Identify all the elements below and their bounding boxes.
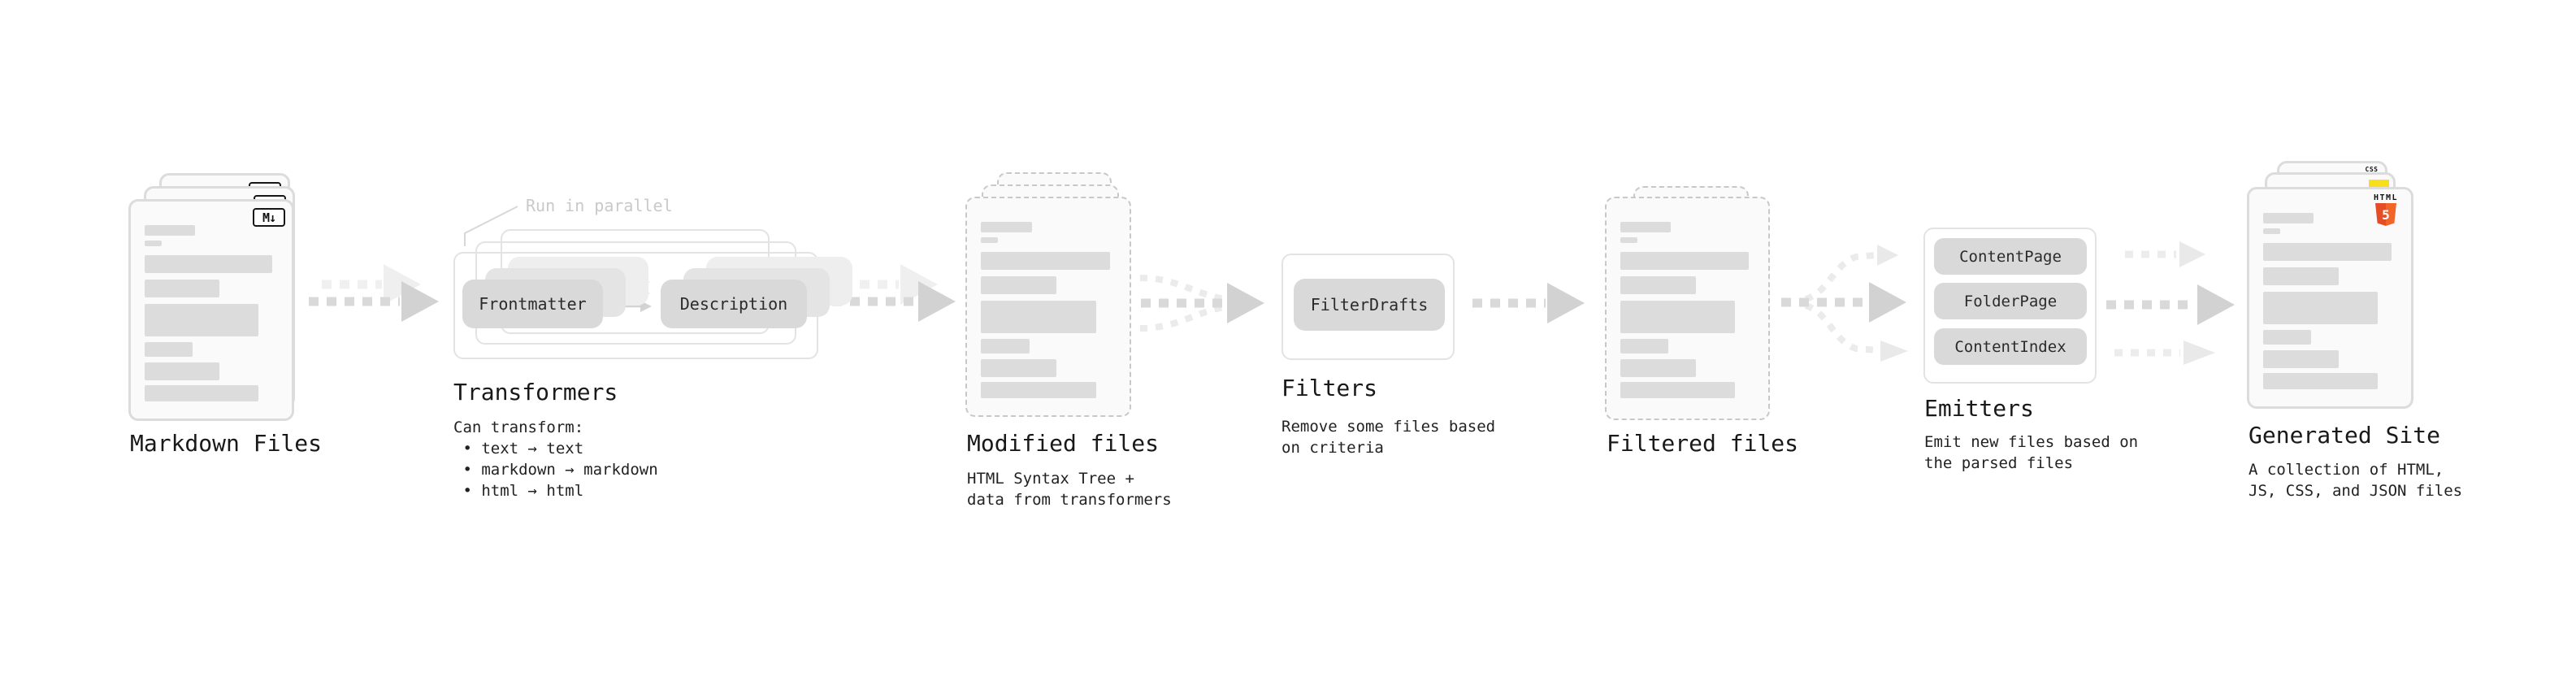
- text-line-placeholder: [981, 276, 1057, 294]
- markdown-icon: M↓: [253, 208, 285, 227]
- stage-title-filters: Filters: [1281, 375, 1378, 401]
- html5-icon: HTML 5: [2367, 193, 2405, 226]
- modified-files-caption: HTML Syntax Tree + data from transformer…: [967, 470, 1172, 509]
- frontmatter-pill: Frontmatter: [462, 280, 603, 328]
- stage-title-emitters: Emitters: [1924, 395, 2034, 422]
- emitters-caption: Emit new files based on the parsed files: [1924, 433, 2139, 472]
- contentindex-pill: ContentIndex: [1934, 328, 2087, 365]
- text-line-placeholder: [2263, 330, 2312, 345]
- text-line-placeholder: [981, 382, 1096, 398]
- contentpage-pill: ContentPage: [1934, 238, 2087, 275]
- text-line-placeholder: [981, 339, 1030, 354]
- modified-document-card-front: [965, 197, 1131, 417]
- html5-icon-text: HTML: [2373, 193, 2399, 202]
- text-line-placeholder: [2263, 292, 2378, 324]
- stage-title-modified-files: Modified files: [967, 430, 1160, 457]
- text-line-placeholder: [1620, 382, 1735, 398]
- text-line-placeholder: [145, 385, 258, 401]
- text-line-placeholder: [145, 362, 220, 380]
- arrow-emitters-to-generated: [2106, 241, 2235, 365]
- document-text-placeholder: [145, 225, 274, 401]
- stage-title-filtered-files: Filtered files: [1607, 430, 1799, 457]
- folderpage-pill-label: FolderPage: [1963, 292, 2058, 310]
- text-line-placeholder: [981, 301, 1096, 333]
- text-line-placeholder: [2263, 243, 2392, 261]
- text-line-placeholder: [145, 280, 220, 297]
- document-text-placeholder: [1620, 222, 1750, 398]
- run-in-parallel-note: Run in parallel: [526, 196, 673, 215]
- emitters-container: [1923, 228, 2097, 384]
- filters-container: [1281, 254, 1455, 360]
- filterdrafts-pill-label: FilterDrafts: [1310, 295, 1429, 314]
- text-line-placeholder: [145, 255, 273, 273]
- generated-document-card-front: HTML 5: [2247, 187, 2413, 409]
- text-line-placeholder: [1620, 252, 1750, 270]
- markdown-document-card-front: M↓: [128, 199, 294, 421]
- filtered-document-card-front: [1605, 197, 1770, 420]
- text-line-placeholder: [1620, 301, 1735, 333]
- html5-icon-number: 5: [2382, 206, 2390, 223]
- contentpage-pill-label: ContentPage: [1959, 247, 2062, 266]
- transformers-caption: Can transform: • text → text • markdown …: [453, 419, 658, 500]
- run-in-parallel-connector: [464, 206, 518, 246]
- markdown-icon-text: M↓: [262, 210, 276, 225]
- generated-site-caption: A collection of HTML, JS, CSS, and JSON …: [2249, 461, 2463, 500]
- text-line-placeholder: [145, 304, 258, 336]
- text-line-placeholder: [1620, 359, 1696, 377]
- text-line-placeholder: [2263, 373, 2378, 389]
- text-line-placeholder: [981, 252, 1111, 270]
- text-line-placeholder: [145, 342, 193, 357]
- document-text-placeholder: [981, 222, 1112, 398]
- description-pill-label: Description: [679, 294, 788, 314]
- text-line-placeholder: [2263, 228, 2280, 234]
- text-line-placeholder: [145, 241, 162, 246]
- text-line-placeholder: [981, 222, 1032, 232]
- arrow-modified-to-filters: [1139, 275, 1264, 332]
- css-icon-text: CSS: [2365, 166, 2379, 173]
- stage-title-transformers: Transformers: [453, 379, 618, 406]
- contentindex-pill-label: ContentIndex: [1954, 337, 2066, 356]
- folderpage-pill: FolderPage: [1934, 283, 2087, 319]
- text-line-placeholder: [1620, 222, 1672, 232]
- text-line-placeholder: [1620, 237, 1637, 243]
- description-pill: Description: [661, 280, 807, 328]
- text-line-placeholder: [2263, 350, 2339, 368]
- arrow-markdown-to-transformers: [309, 264, 439, 322]
- text-line-placeholder: [145, 225, 195, 236]
- text-line-placeholder: [2263, 267, 2339, 285]
- text-line-placeholder: [981, 237, 998, 243]
- arrow-filters-to-filtered: [1472, 283, 1585, 323]
- html5-icon-shield: 5: [2375, 203, 2396, 226]
- text-line-placeholder: [1620, 339, 1669, 354]
- stage-title-generated-site: Generated Site: [2249, 422, 2441, 449]
- text-line-placeholder: [1620, 276, 1696, 294]
- arrow-filtered-to-emitters: [1781, 245, 1908, 362]
- frontmatter-pill-label: Frontmatter: [479, 294, 587, 314]
- stage-title-markdown-files: Markdown Files: [130, 430, 323, 457]
- text-line-placeholder: [981, 359, 1057, 377]
- filters-caption: Remove some files based on criteria: [1281, 418, 1496, 457]
- document-text-placeholder: [2263, 213, 2393, 389]
- text-line-placeholder: [2263, 213, 2314, 223]
- filterdrafts-pill: FilterDrafts: [1294, 279, 1445, 331]
